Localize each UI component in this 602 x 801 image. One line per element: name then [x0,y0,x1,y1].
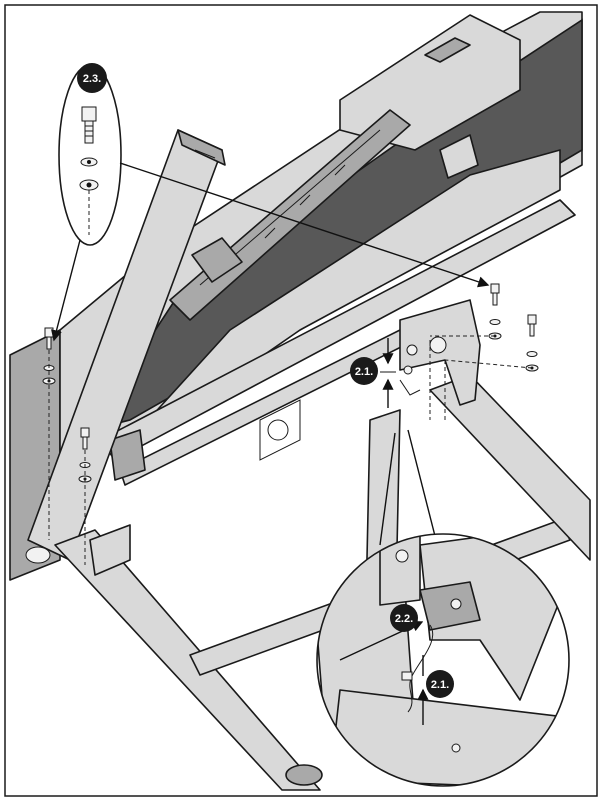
bolt-icon [81,106,97,122]
treadmill-deck [9,11,583,581]
step-badge [77,63,107,93]
step-badge [426,670,454,698]
bolt-icon [527,314,537,325]
step-2-1-label: 2.1. [355,366,373,378]
bolt-set-right-a [430,283,502,340]
hardware-inset: 2.3. [51,63,490,342]
bolt-set-left-lower [78,427,92,565]
bolt-set-left-upper [42,327,56,540]
step-badge [390,604,418,632]
step-2-1-detail-label: 2.1. [431,679,449,691]
step-badge [350,357,378,385]
bolt-icon [80,427,90,438]
wheel-foot [285,764,323,786]
washer-icon [526,351,538,357]
bolt-set-right-b [444,314,539,372]
bolt-icon [490,283,500,294]
step-2-3-label: 2.3. [83,73,101,85]
step-2-2-label: 2.2. [395,613,413,625]
step-2-1-main-callout: 2.1. [350,338,396,408]
magnifier-callout: 2.2. 2.1. [316,429,570,787]
page-border [4,4,598,797]
right-bracket [399,299,481,406]
bolt-icon [44,327,54,338]
washer-icon [489,319,501,325]
